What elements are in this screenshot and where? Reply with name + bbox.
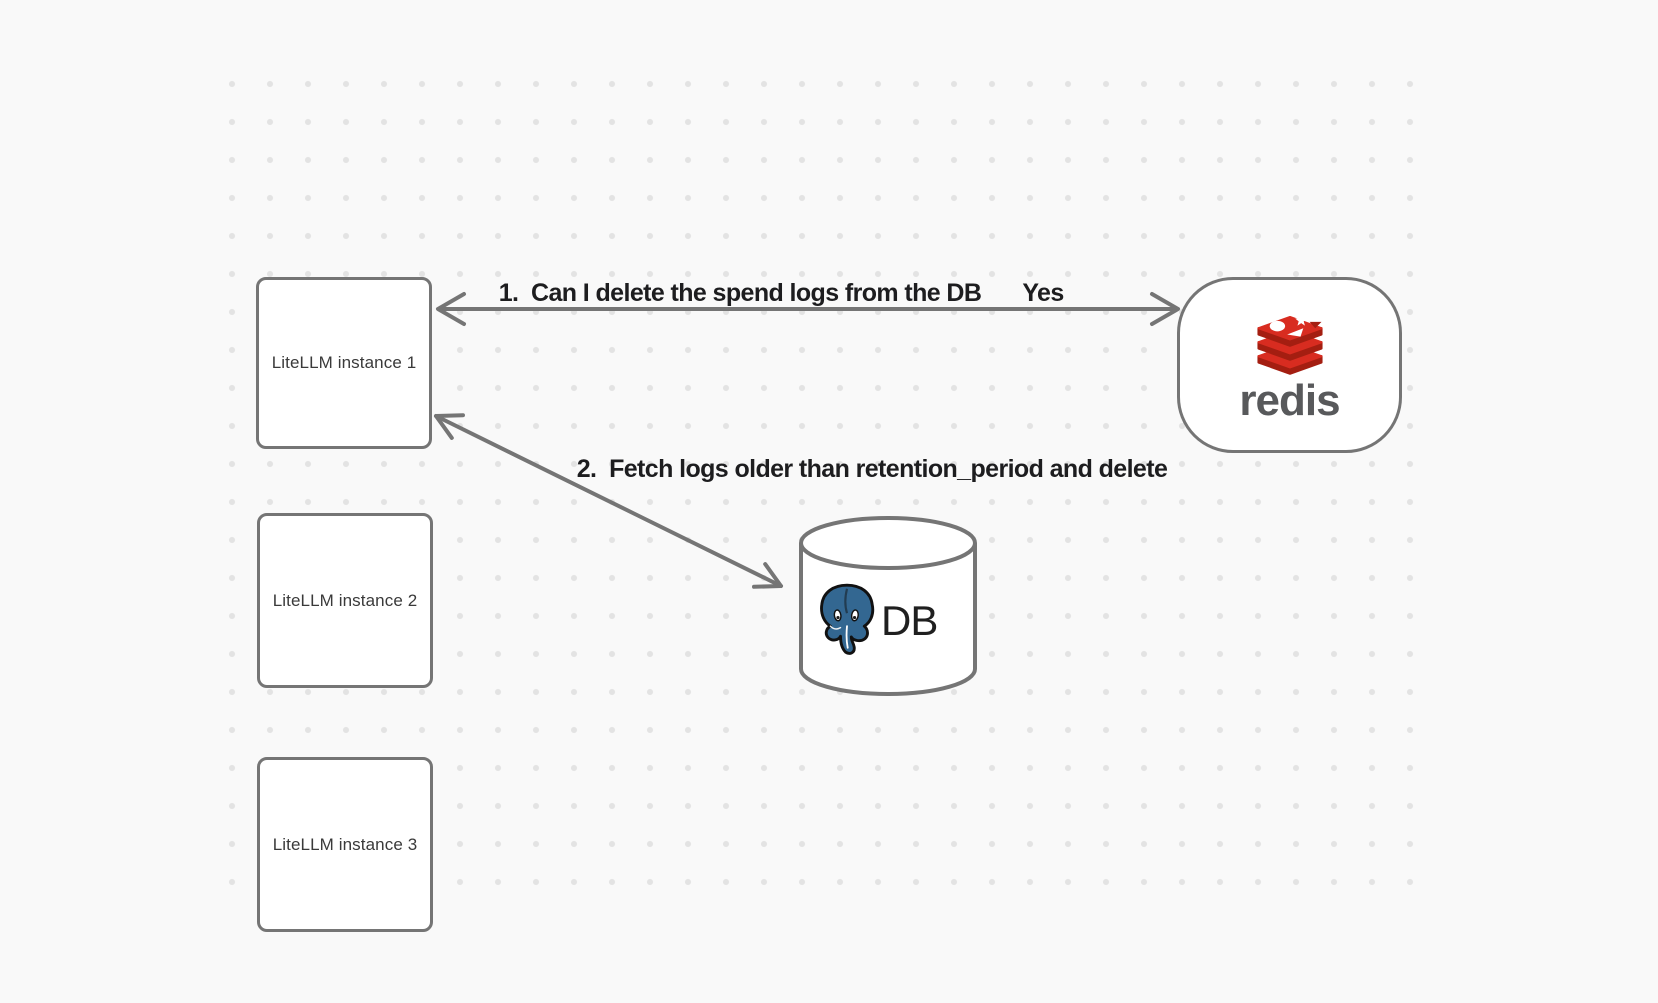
step1-annotation-text[interactable]: 1. Can I delete the spend logs from the …	[498, 279, 982, 307]
step1-answer-text[interactable]: Yes	[1022, 279, 1064, 307]
litellm-instance-1-node[interactable]: LiteLLM instance 1	[256, 277, 432, 449]
step2-annotation-text[interactable]: 2. Fetch logs older than retention_perio…	[576, 455, 1168, 483]
redis-logo-icon	[1256, 314, 1323, 375]
redis-wordmark: redis	[1239, 376, 1340, 425]
redis-node[interactable]: redis	[1177, 277, 1402, 453]
arrowhead-db-end-icon	[752, 562, 783, 589]
litellm-instance-2-label: LiteLLM instance 2	[272, 590, 418, 610]
arrow-step1[interactable]	[436, 292, 1180, 326]
arrowhead-box-end-icon	[434, 413, 465, 440]
litellm-instance-3-label: LiteLLM instance 3	[272, 834, 418, 854]
postgresql-elephant-icon	[820, 583, 875, 655]
arrowhead-left-icon	[436, 292, 466, 326]
arrow-step2[interactable]	[434, 413, 783, 589]
arrowhead-right-icon	[1150, 292, 1180, 326]
db-label: DB	[881, 597, 938, 644]
litellm-instance-1-label: LiteLLM instance 1	[271, 353, 417, 372]
db-cylinder-node[interactable]	[795, 512, 981, 700]
litellm-instance-3-node[interactable]: LiteLLM instance 3	[257, 757, 433, 932]
litellm-instance-2-node[interactable]: LiteLLM instance 2	[257, 513, 433, 688]
